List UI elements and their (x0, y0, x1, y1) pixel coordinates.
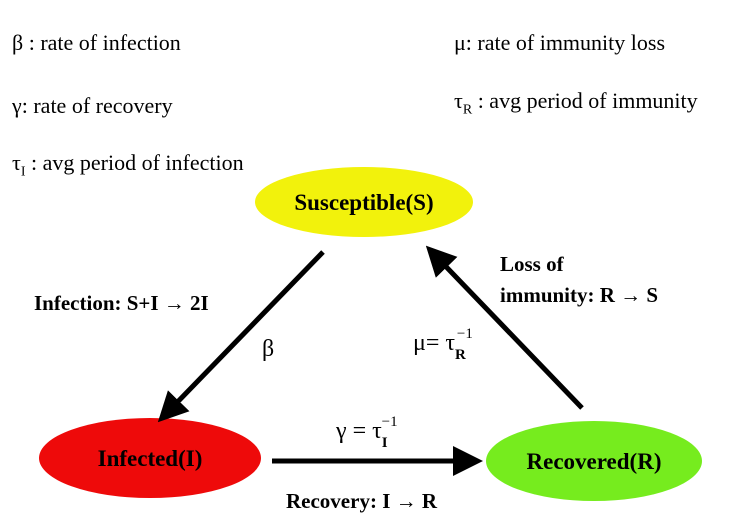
legend-tau-r-text: : avg period of immunity (472, 88, 698, 113)
legend-mu-text: : rate of immunity loss (465, 30, 665, 55)
immunity-loss-rate-sup: −1 (457, 326, 473, 342)
immunity-loss-arrow (425, 245, 584, 410)
infection-arrow (157, 250, 325, 423)
immunity-loss-title-line1: Loss of (500, 252, 565, 276)
legend-tau-r: τR : avg period of immunity (454, 90, 698, 117)
legend-gamma-symbol: γ (12, 93, 22, 118)
legend-gamma: γ: rate of recovery (12, 95, 173, 117)
legend-tau-i-text: : avg period of infection (25, 150, 244, 175)
recovery-rate-symbol: γ = τ (335, 418, 382, 444)
legend-beta-text: : rate of infection (23, 30, 181, 55)
susceptible-node (255, 167, 473, 237)
immunity-loss-rate: μ= τR −1 (413, 326, 473, 363)
infected-label: Infected(I) (98, 446, 203, 471)
recovery-title: Recovery: I → R (286, 489, 438, 513)
recovery-rate-sup: −1 (382, 414, 398, 430)
recovered-node (486, 421, 702, 501)
infection-rate: β (262, 336, 274, 362)
legend-gamma-text: : rate of recovery (21, 93, 173, 118)
legend-beta-symbol: β (12, 30, 24, 55)
legend-mu: μ: rate of immunity loss (454, 32, 665, 54)
legend-tau-i-sub: I (20, 164, 26, 180)
immunity-loss-rate-sub: R (455, 347, 466, 363)
recovered-label: Recovered(R) (527, 449, 662, 474)
infected-node (39, 418, 261, 498)
legend-mu-symbol: μ (454, 30, 466, 55)
susceptible-label: Susceptible(S) (294, 190, 433, 215)
recovery-rate: γ = τI −1 (335, 414, 398, 451)
legend-tau-i-symbol: τ (12, 150, 21, 175)
recovery-rate-sub: I (382, 435, 388, 451)
legend-beta: β : rate of infection (12, 32, 181, 54)
immunity-loss-rate-symbol: μ= τ (413, 330, 455, 356)
infection-title: Infection: S+I → 2I (34, 291, 209, 315)
legend-tau-r-symbol: τ (454, 88, 463, 113)
immunity-loss-title-line2: immunity: R → S (500, 283, 658, 307)
legend-tau-r-sub: R (462, 102, 473, 118)
legend-tau-i: τI : avg period of infection (12, 152, 244, 179)
